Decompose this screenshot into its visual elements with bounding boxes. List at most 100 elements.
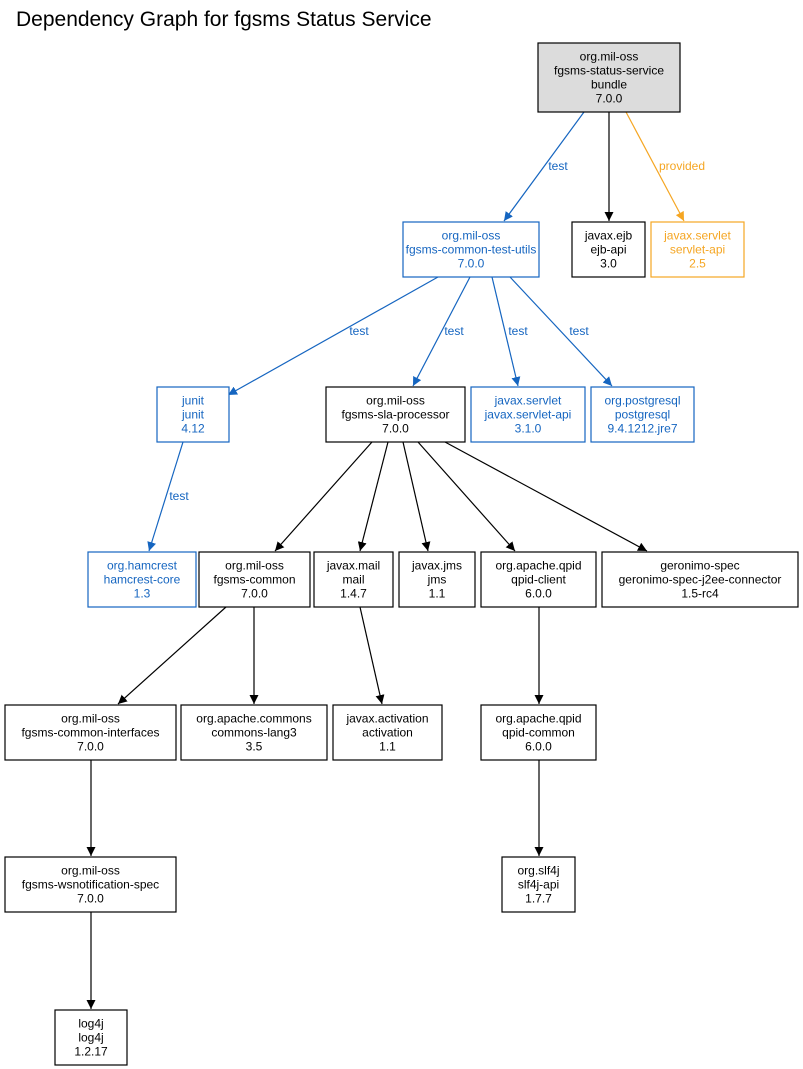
node-label-line: org.mil-oss <box>442 229 501 243</box>
node-label-line: org.hamcrest <box>107 559 178 573</box>
node-geronimo: geronimo-specgeronimo-spec-j2ee-connecto… <box>601 551 799 608</box>
node-box <box>650 221 745 278</box>
node-box <box>313 551 394 608</box>
node-label-line: 7.0.0 <box>382 422 409 436</box>
page-title: Dependency Graph for fgsms Status Servic… <box>16 8 432 31</box>
edge-common-test-utils-to-junit <box>227 276 439 396</box>
node-box <box>501 856 576 913</box>
edge-common-test-utils-to-sla-processor <box>412 276 471 387</box>
node-box <box>87 551 197 608</box>
node-label-line: servlet-api <box>670 243 725 257</box>
node-label-line: qpid-common <box>502 726 575 740</box>
node-label-line: 1.2.17 <box>74 1045 108 1059</box>
node-status-service: org.mil-ossfgsms-status-servicebundle7.0… <box>537 42 681 113</box>
edge-sla-processor-to-jms <box>402 441 431 552</box>
edge-mail-to-activation <box>359 606 385 705</box>
node-label-line: fgsms-common-interfaces <box>21 726 159 740</box>
node-label-line: org.apache.qpid <box>495 559 581 573</box>
node-label-line: org.mil-oss <box>225 559 284 573</box>
edge-junit-to-hamcrest-core <box>147 441 184 552</box>
node-box <box>571 221 646 278</box>
node-box <box>54 1009 128 1066</box>
node-label-line: 1.1 <box>429 587 446 601</box>
node-label-line: 3.5 <box>246 740 263 754</box>
edge-fgsms-common-to-common-interfaces <box>117 606 227 705</box>
edge-label: test <box>349 324 369 338</box>
node-box <box>4 856 177 913</box>
node-box <box>180 704 328 761</box>
node-label-line: 6.0.0 <box>525 740 552 754</box>
node-label-line: log4j <box>78 1031 103 1045</box>
node-label-line: slf4j-api <box>518 878 559 892</box>
node-box <box>4 704 177 761</box>
node-label-line: javax.activation <box>345 712 428 726</box>
node-label-line: 9.4.1212.jre7 <box>607 422 677 436</box>
edge-label: provided <box>659 159 705 173</box>
node-label-line: javax.servlet-api <box>484 408 572 422</box>
node-label-line: 3.1.0 <box>515 422 542 436</box>
node-box <box>537 42 681 113</box>
node-label-line: log4j <box>78 1017 103 1031</box>
node-label-line: 7.0.0 <box>596 92 623 106</box>
node-label-line: 2.5 <box>689 257 706 271</box>
node-label-line: org.apache.qpid <box>495 712 581 726</box>
node-label-line: javax.ejb <box>584 229 633 243</box>
node-box <box>480 551 597 608</box>
node-label-line: 4.12 <box>181 422 205 436</box>
node-label-line: qpid-client <box>511 573 566 587</box>
node-label-line: geronimo-spec-j2ee-connector <box>619 573 782 587</box>
node-box <box>198 551 311 608</box>
node-label-line: 1.7.7 <box>525 892 552 906</box>
edge-label: test <box>569 324 589 338</box>
node-box <box>402 221 540 278</box>
node-label-line: postgresql <box>615 408 670 422</box>
node-label-line: bundle <box>591 78 627 92</box>
node-label-line: org.mil-oss <box>61 864 120 878</box>
node-label-line: 3.0 <box>600 257 617 271</box>
node-label-line: javax.mail <box>326 559 380 573</box>
node-label-line: javax.servlet <box>663 229 731 243</box>
edge-sla-processor-to-geronimo <box>444 441 648 552</box>
edge-common-test-utils-to-javax-servlet-api <box>491 276 521 387</box>
node-label-line: org.mil-oss <box>580 50 639 64</box>
node-box <box>325 386 466 443</box>
node-box <box>398 551 476 608</box>
edge-sla-processor-to-mail <box>357 441 389 552</box>
edge-label: test <box>508 324 528 338</box>
edge-status-service-to-servlet-api <box>625 111 685 222</box>
node-label-line: junit <box>181 394 205 408</box>
node-label-line: 7.0.0 <box>77 892 104 906</box>
node-label-line: hamcrest-core <box>104 573 181 587</box>
node-label-line: commons-lang3 <box>211 726 297 740</box>
node-label-line: 7.0.0 <box>458 257 485 271</box>
node-label-line: 1.4.7 <box>340 587 367 601</box>
edge-sla-processor-to-fgsms-common <box>274 441 373 552</box>
edge-label: test <box>169 489 189 503</box>
edge-status-service-to-common-test-utils <box>503 111 585 222</box>
node-label-line: junit <box>181 408 205 422</box>
nodes-layer: org.mil-ossfgsms-status-servicebundle7.0… <box>4 42 799 1066</box>
node-label-line: org.mil-oss <box>61 712 120 726</box>
node-label-line: ejb-api <box>590 243 626 257</box>
node-label-line: activation <box>362 726 413 740</box>
node-box <box>480 704 597 761</box>
